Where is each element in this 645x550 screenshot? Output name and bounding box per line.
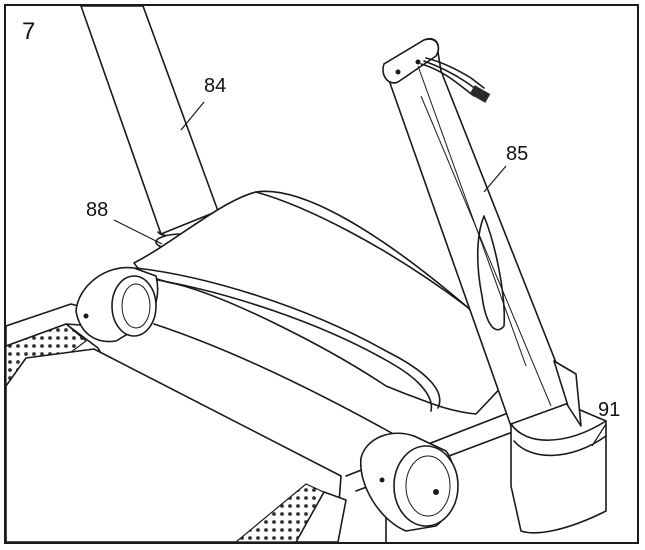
leader-91 [591, 423, 607, 447]
motor-hood [133, 190, 527, 442]
diagram-frame: 7 84 85 88 91 [4, 4, 639, 544]
callout-88: 88 [86, 199, 109, 221]
leader-lines [113, 101, 607, 447]
left-endcap [75, 266, 159, 343]
callout-85: 85 [506, 143, 529, 165]
callout-84: 84 [204, 75, 227, 97]
leader-88 [113, 219, 163, 245]
base-bracket-91 [510, 360, 607, 534]
leader-84 [180, 101, 205, 131]
leader-85 [483, 165, 507, 193]
assembly-illustration [6, 6, 607, 542]
step-number: 7 [22, 18, 36, 45]
right-endcap [360, 432, 459, 532]
wire-harness [420, 57, 491, 103]
callout-91: 91 [598, 399, 621, 421]
